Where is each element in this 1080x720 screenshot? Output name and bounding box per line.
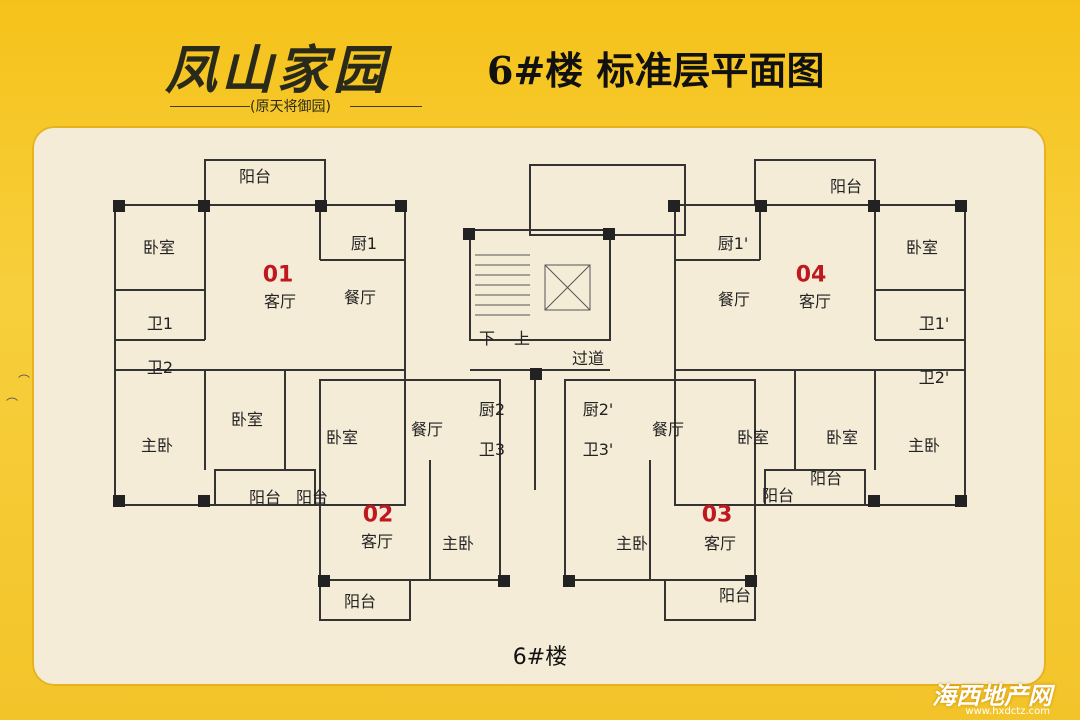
unit-number-04: 04 [795, 262, 827, 288]
room-label: 餐厅 [410, 420, 444, 439]
bird-icon: ⌒ [18, 374, 31, 388]
room-label: 餐厅 [343, 288, 377, 307]
room-label: 厨1 [350, 234, 378, 253]
room-label: 阳台 [343, 592, 377, 611]
balcony-03 [664, 579, 756, 621]
room-label: 主卧 [140, 436, 174, 455]
room-label: 厨2 [478, 400, 506, 419]
room-label: 卧室 [325, 428, 359, 447]
room-label: 阳台 [718, 586, 752, 605]
balcony-02 [319, 579, 411, 621]
room-label: 卧室 [142, 238, 176, 257]
stair-core-wall [469, 229, 611, 341]
room-label: 餐厅 [717, 290, 751, 309]
room-label: 阳台 [761, 486, 795, 505]
room-label: 阳台 [295, 488, 329, 507]
plan-title: 6#楼 标准层平面图 [487, 48, 825, 93]
room-label: 卫3 [478, 440, 506, 459]
bird-icon: ⌒ [6, 397, 19, 411]
room-label: 卫2 [146, 358, 174, 377]
room-label: 阳台 [809, 469, 843, 488]
unit-number-03: 03 [701, 502, 733, 528]
roof-wall [529, 164, 686, 236]
room-label: 卫3' [582, 440, 614, 459]
balcony-01 [204, 159, 326, 206]
room-label: 卧室 [825, 428, 859, 447]
balcony-04 [754, 159, 876, 206]
room-label: 阳台 [238, 167, 272, 186]
stair-down-label: 下 [478, 329, 496, 348]
room-label: 主卧 [615, 534, 649, 553]
room-label: 餐厅 [651, 420, 685, 439]
room-label: 厨2' [582, 400, 614, 419]
subtitle-rule-left [170, 106, 250, 107]
corridor-label: 过道 [571, 349, 605, 368]
project-name: 凤山家园 [165, 40, 390, 101]
building-label: 6#楼 [512, 645, 568, 670]
room-label: 客厅 [263, 292, 297, 311]
room-label: 卫1 [146, 314, 174, 333]
project-subtitle: (原天将御园) [250, 99, 331, 115]
room-label: 卧室 [905, 238, 939, 257]
watermark-url: www.hxdctz.com [965, 706, 1050, 717]
room-label: 卧室 [230, 410, 264, 429]
room-label: 客厅 [798, 292, 832, 311]
subtitle-rule-right [350, 106, 422, 107]
unit-number-02: 02 [362, 502, 394, 528]
balcony-03b [764, 469, 866, 506]
floor-plan-board [32, 126, 1046, 686]
room-label: 主卧 [907, 436, 941, 455]
room-label: 客厅 [360, 532, 394, 551]
room-label: 厨1' [717, 234, 749, 253]
room-label: 卫1' [918, 314, 950, 333]
watermark-logo: 海西地产网 [932, 682, 1052, 710]
stair-up-label: 上 [513, 329, 531, 348]
balcony-02b [214, 469, 316, 506]
room-label: 主卧 [441, 534, 475, 553]
unit-number-01: 01 [262, 262, 294, 288]
unit-03-wall [564, 379, 756, 581]
room-label: 阳台 [829, 177, 863, 196]
room-label: 卫2' [918, 368, 950, 387]
room-label: 客厅 [703, 534, 737, 553]
room-label: 阳台 [248, 488, 282, 507]
room-label: 卧室 [736, 428, 770, 447]
